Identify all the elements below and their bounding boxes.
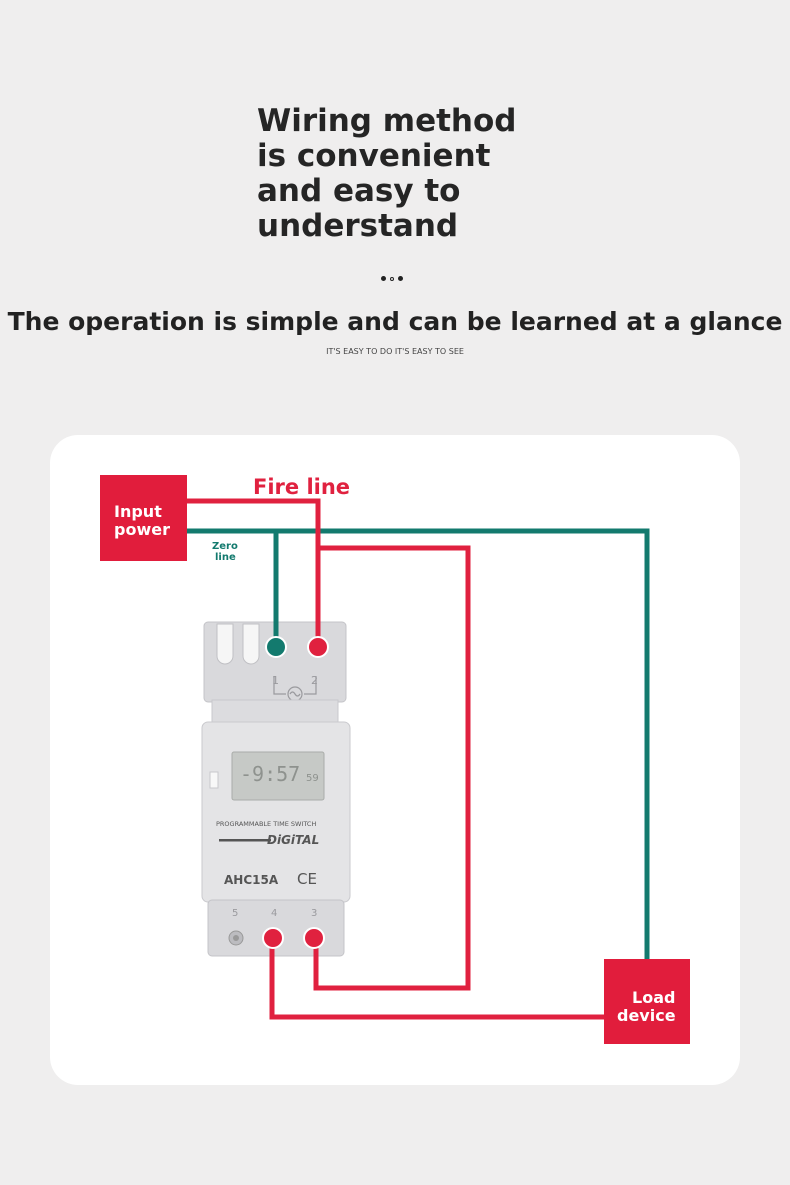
headline-line-1: Wiring method xyxy=(257,103,517,139)
dot-icon xyxy=(398,276,403,281)
terminal-label-3: 3 xyxy=(311,908,317,919)
terminal-1-dot xyxy=(265,636,287,658)
headline-line-2: is convenient xyxy=(257,138,491,174)
input-power-label-line-2: power xyxy=(114,520,170,539)
screw-slot-left xyxy=(216,623,234,665)
fire-line-label: Fire line xyxy=(253,475,350,499)
terminal-4-dot xyxy=(262,927,284,949)
brand-logo: DiGiTAL xyxy=(267,833,319,847)
screw-slot-mid xyxy=(242,623,260,665)
brand-line: PROGRAMMABLE TIME SWITCH xyxy=(216,820,316,828)
headline: Wiring method is convenient and easy to … xyxy=(257,104,557,244)
terminal-label-2: 2 xyxy=(311,674,318,687)
headline-line-4: understand xyxy=(257,208,459,244)
caption: IT'S EASY TO DO IT'S EASY TO SEE xyxy=(326,347,464,356)
load-device-box xyxy=(604,959,690,1044)
zero-line-label-line-1: Zero xyxy=(212,541,238,552)
terminal-2-dot xyxy=(307,636,329,658)
lcd-time: -9:57 xyxy=(240,762,300,786)
ce-mark: CE xyxy=(297,870,317,888)
fire-to-terminal-3-wire xyxy=(313,545,471,991)
zero-line-wire xyxy=(185,528,650,960)
zero-line-label-line-2: line xyxy=(215,552,236,563)
subtitle: The operation is simple and can be learn… xyxy=(7,307,783,336)
terminal-label-4: 4 xyxy=(271,908,277,919)
terminal-label-5: 5 xyxy=(232,908,238,919)
model-label: AHC15A xyxy=(224,873,279,887)
input-power-box xyxy=(100,475,187,561)
dot-hollow-icon xyxy=(390,276,394,281)
terminal-label-1: 1 xyxy=(272,674,279,687)
fire-line-wire xyxy=(185,498,321,646)
terminal-4-to-load-wire xyxy=(269,938,605,1020)
load-device-label-line-2: device xyxy=(617,1006,676,1025)
wires xyxy=(185,498,650,1020)
time-switch-device: 1 2 -9:57 59 PROGRAMMABLE TIME SWITCH Di… xyxy=(201,621,351,957)
dot-icon xyxy=(381,276,386,281)
headline-line-3: and easy to xyxy=(257,173,461,209)
terminal-3-dot xyxy=(303,927,325,949)
pager-dots xyxy=(379,268,405,281)
load-device-label-line-1: Load xyxy=(632,988,675,1007)
input-power-label-line-1: Input xyxy=(114,502,162,521)
lcd-display xyxy=(231,751,325,801)
lcd-seconds: 59 xyxy=(306,773,319,784)
